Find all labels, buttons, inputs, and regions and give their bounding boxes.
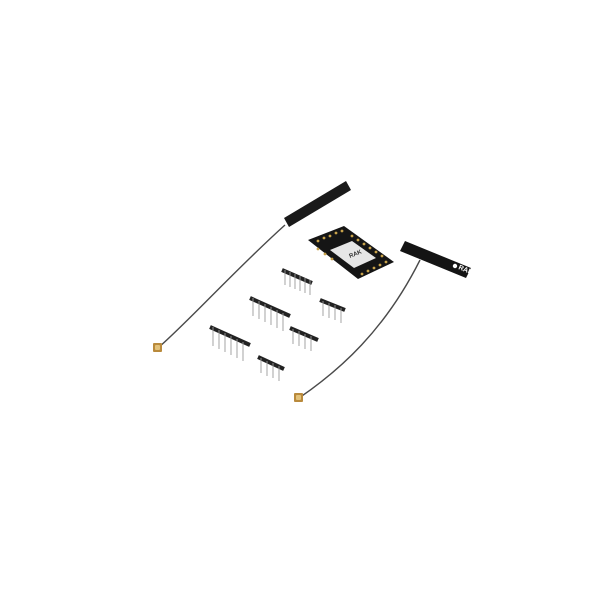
module-shield [330, 241, 376, 268]
pin-header-1 [281, 268, 313, 295]
rak-module-board: RAK [308, 226, 394, 279]
left-flex-antenna [153, 181, 351, 352]
pin-header-2 [249, 296, 291, 331]
pin-header-4 [209, 325, 251, 361]
pin-header-6 [257, 355, 285, 381]
pin-header-5 [289, 326, 319, 351]
left-ufl-connector [153, 343, 162, 352]
right-ufl-connector [294, 393, 303, 402]
pin-header-3 [319, 298, 346, 323]
pin-header-strips [209, 268, 346, 381]
right-flex-antenna: RAK [294, 241, 474, 402]
module-logo: RAK [349, 249, 364, 260]
